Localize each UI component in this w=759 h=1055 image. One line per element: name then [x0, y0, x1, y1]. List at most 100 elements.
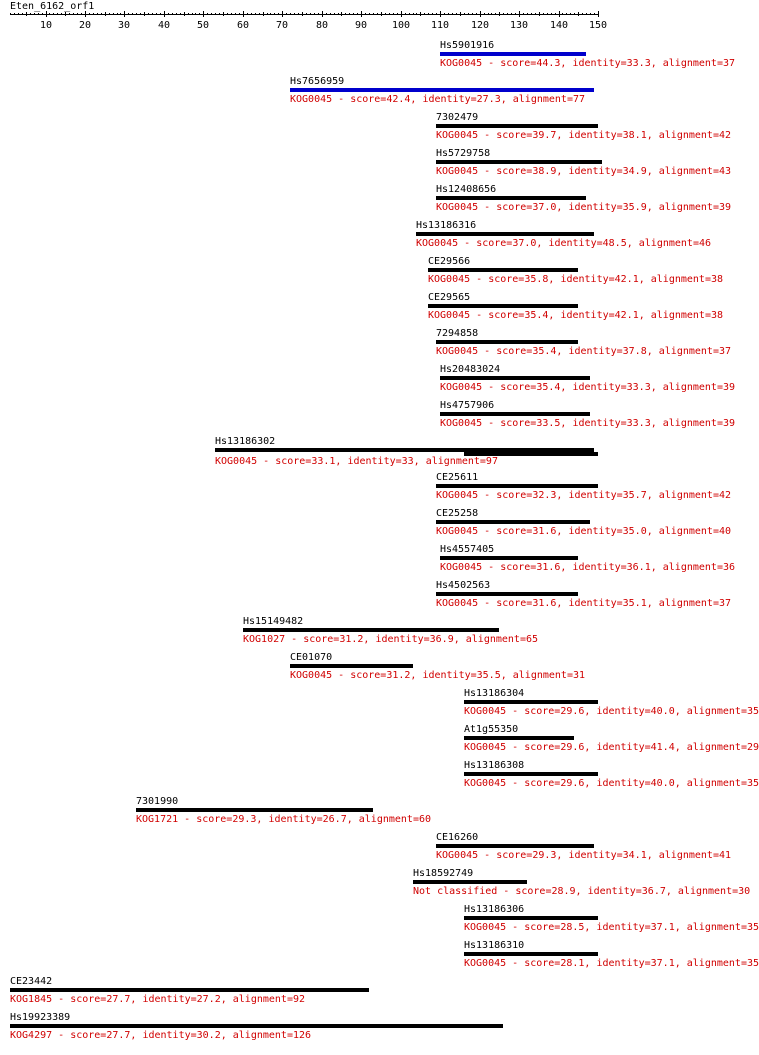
hit-name[interactable]: Hs4757906	[440, 400, 495, 411]
axis-tick	[590, 13, 591, 15]
hit-name[interactable]: Hs20483024	[440, 364, 501, 375]
hit-name[interactable]: CE01070	[290, 652, 333, 663]
hit-name[interactable]: Hs13186306	[464, 904, 525, 915]
hit-name[interactable]: At1g55350	[464, 724, 519, 735]
hit-name[interactable]: Hs13186304	[464, 688, 525, 699]
axis-tick-label: 50	[196, 20, 210, 31]
hit-name[interactable]: CE16260	[436, 832, 479, 843]
hit-name[interactable]: Hs13186316	[416, 220, 477, 231]
axis-tick	[432, 13, 433, 15]
hit-name[interactable]: CE25258	[436, 508, 479, 519]
hit-name[interactable]: 7301990	[136, 796, 179, 807]
axis-tick	[117, 13, 118, 15]
axis-tick	[476, 13, 477, 15]
hit-bar	[413, 880, 527, 884]
axis-tick-label: 60	[236, 20, 250, 31]
hit-bar	[464, 952, 598, 956]
axis-tick	[306, 13, 307, 15]
axis-tick	[69, 13, 70, 15]
hit-name[interactable]: Hs13186302	[215, 436, 276, 447]
hit-name[interactable]: Hs18592749	[413, 868, 474, 879]
axis-tick	[349, 13, 350, 15]
axis-tick	[373, 13, 374, 15]
axis-tick-label: 110	[430, 20, 450, 31]
axis-tick	[566, 13, 567, 15]
hit-name[interactable]: CE29565	[428, 292, 471, 303]
axis-tick	[14, 13, 15, 15]
hit-description: KOG4297 - score=27.7, identity=30.2, ali…	[10, 1030, 312, 1041]
axis-tick	[53, 13, 54, 15]
axis-tick	[507, 13, 508, 15]
hit-name[interactable]: Hs13186310	[464, 940, 525, 951]
hit-name[interactable]: Hs7656959	[290, 76, 345, 87]
axis-tick	[77, 13, 78, 15]
axis-tick	[259, 13, 260, 15]
hit-bar	[464, 772, 598, 776]
hit-name[interactable]: Hs5901916	[440, 40, 495, 51]
hit-name[interactable]: CE25611	[436, 472, 479, 483]
axis-tick	[389, 13, 390, 15]
axis-tick	[460, 12, 461, 16]
hit-name[interactable]: Hs19923389	[10, 1012, 71, 1023]
hit-description: KOG0045 - score=33.5, identity=33.3, ali…	[440, 418, 736, 429]
hit-description: KOG0045 - score=42.4, identity=27.3, ali…	[290, 94, 586, 105]
axis-tick	[416, 13, 417, 15]
hit-name[interactable]: 7302479	[436, 112, 479, 123]
axis-tick	[397, 13, 398, 15]
hit-description: KOG0045 - score=29.6, identity=41.4, ali…	[464, 742, 759, 753]
axis-tick	[152, 13, 153, 15]
axis-tick-label: 130	[509, 20, 529, 31]
hit-bar	[464, 916, 598, 920]
hit-bar	[440, 412, 590, 416]
axis-tick-label: 150	[588, 20, 608, 31]
axis-tick	[65, 12, 66, 16]
axis-tick	[377, 13, 378, 15]
hit-name[interactable]: Hs4502563	[436, 580, 491, 591]
axis-tick	[140, 13, 141, 15]
axis-tick	[539, 12, 540, 16]
axis-tick	[105, 12, 106, 16]
hit-name[interactable]: CE29566	[428, 256, 471, 267]
hit-name[interactable]: 7294858	[436, 328, 479, 339]
hit-description: KOG1721 - score=29.3, identity=26.7, ali…	[136, 814, 432, 825]
hit-name[interactable]: Hs13186308	[464, 760, 525, 771]
hit-name[interactable]: Hs12408656	[436, 184, 497, 195]
hit-name[interactable]: Hs5729758	[436, 148, 491, 159]
axis-tick	[93, 13, 94, 15]
hit-name[interactable]: Hs15149482	[243, 616, 304, 627]
axis-tick	[570, 13, 571, 15]
hit-name[interactable]: CE23442	[10, 976, 53, 987]
hit-name[interactable]: Hs4557405	[440, 544, 495, 555]
hit-bar	[436, 340, 578, 344]
axis-tick	[393, 13, 394, 15]
